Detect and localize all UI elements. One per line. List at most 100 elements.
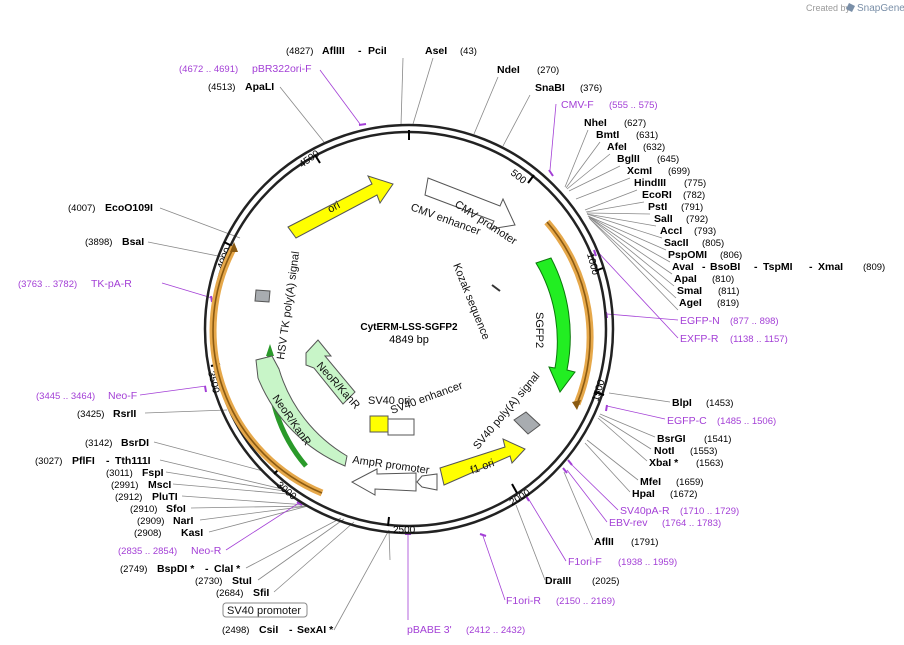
- site-afeI: AfeI: [607, 141, 627, 153]
- primer-cmv-f-pos: (555 .. 575): [609, 100, 658, 111]
- site-pstI: PstI: [648, 201, 667, 213]
- site-tth111I: Tth111I: [115, 455, 151, 467]
- ori-feature: [287, 175, 394, 239]
- svg-text:-: -: [358, 45, 362, 57]
- site-bmtI: BmtI: [596, 129, 619, 141]
- primer-f1ori-f: F1ori-F: [568, 556, 602, 568]
- neokan-outer-feature: [255, 355, 348, 467]
- site-notI: NotI: [654, 445, 674, 457]
- site-mfeI: MfeI: [640, 476, 661, 488]
- site-bglII: BglII: [617, 153, 640, 165]
- svg-text:(1453): (1453): [706, 398, 733, 409]
- svg-text:(2912): (2912): [115, 492, 142, 503]
- sv40-promoter-tag-label: SV40 promoter: [227, 605, 301, 617]
- primer-tk-pa-r: TK-pA-R: [91, 278, 132, 290]
- site-hpaI: HpaI: [632, 488, 655, 500]
- site-xmaI: XmaI: [818, 261, 843, 273]
- svg-text:(1541): (1541): [704, 434, 731, 445]
- svg-text:-: -: [205, 563, 209, 575]
- svg-text:(2730): (2730): [195, 576, 222, 587]
- sgfp2-label: SGFP2: [533, 312, 545, 348]
- site-aseI: AseI: [425, 45, 447, 57]
- svg-text:(632): (632): [643, 142, 665, 153]
- primer-f1ori-r: F1ori-R: [506, 595, 541, 607]
- ampr-promoter-feature: [350, 468, 417, 496]
- sv40-ori-box: [369, 415, 389, 433]
- backbone-outer: [203, 123, 615, 535]
- svg-text:(2909): (2909): [137, 516, 164, 527]
- site-sfiI: SfiI: [253, 587, 269, 599]
- site-pspOMI: PspOMI: [668, 249, 707, 261]
- svg-text:-: -: [106, 455, 110, 467]
- svg-text:(819): (819): [717, 298, 739, 309]
- svg-text:(3445 .. 3464): (3445 .. 3464): [36, 391, 95, 402]
- cmv-promoter-feature: [424, 177, 516, 230]
- svg-text:(3011): (3011): [106, 468, 133, 479]
- primer-marks: [204, 123, 608, 537]
- credit-brand: SnapGene: [857, 3, 904, 14]
- primer-egfp-c: EGFP-C: [667, 415, 707, 427]
- primer-ebv-rev: EBV-rev: [609, 517, 648, 529]
- sv40-polya-label: SV40 poly(A) signal: [471, 370, 542, 452]
- svg-text:(3898): (3898): [85, 237, 112, 248]
- svg-text:-: -: [809, 261, 813, 273]
- svg-text:(699): (699): [668, 166, 690, 177]
- svg-text:(2498): (2498): [222, 625, 249, 636]
- primer-exfp-r: EXFP-R: [680, 333, 719, 345]
- svg-text:(1672): (1672): [670, 489, 697, 500]
- site-aflII: AflII: [594, 536, 614, 548]
- site-apaLI: ApaLI: [245, 81, 274, 93]
- site-rsrII: RsrII: [113, 408, 136, 420]
- primer-egfp-n: EGFP-N: [680, 315, 720, 327]
- svg-text:-: -: [754, 261, 758, 273]
- site-apaI: ApaI: [674, 273, 697, 285]
- svg-text:(877 .. 898): (877 .. 898): [730, 316, 779, 327]
- svg-text:(4007): (4007): [68, 203, 95, 214]
- neokan-inner-label: NeoR/KanR: [314, 360, 362, 412]
- site-nheI: NheI: [584, 117, 607, 129]
- svg-text:(1938 .. 1959): (1938 .. 1959): [618, 557, 677, 568]
- svg-text:(1563): (1563): [696, 458, 723, 469]
- svg-text:(1138 .. 1157): (1138 .. 1157): [730, 334, 788, 345]
- site-smaI: SmaI: [677, 285, 702, 297]
- site-narI: NarI: [173, 515, 194, 527]
- primer-pbabe3: pBABE 3': [407, 624, 452, 636]
- site-pciI: PciI: [368, 45, 387, 57]
- site-aflIII: AflIII: [322, 45, 345, 57]
- svg-text:(2749): (2749): [120, 564, 147, 575]
- svg-text:-: -: [702, 261, 706, 273]
- svg-text:(1553): (1553): [690, 446, 717, 457]
- svg-text:(809): (809): [863, 262, 885, 273]
- primer-leaders: [139, 69, 679, 620]
- plasmid-length: 4849 bp: [389, 334, 429, 346]
- f1-ori-feature: [439, 438, 526, 486]
- svg-text:(4513): (4513): [208, 82, 235, 93]
- site-bsaI: BsaI: [122, 236, 144, 248]
- svg-text:(2991): (2991): [111, 480, 138, 491]
- site-draIII: DraIII: [545, 575, 571, 587]
- site-ndeI: NdeI: [497, 64, 520, 76]
- primer-neo-r: Neo-R: [191, 545, 222, 557]
- site-xbaI: XbaI *: [649, 457, 679, 469]
- svg-text:(1764 .. 1783): (1764 .. 1783): [662, 518, 721, 529]
- site-ecoRI: EcoRI: [642, 189, 672, 201]
- svg-text:(2910): (2910): [130, 504, 157, 515]
- tick-label-2500: 2500: [393, 525, 416, 536]
- kozak-mark: [491, 284, 501, 292]
- svg-text:(806): (806): [720, 250, 742, 261]
- site-bsrDI: BsrDI: [121, 437, 149, 449]
- site-sexAI: SexAI *: [297, 624, 334, 636]
- svg-text:(782): (782): [683, 190, 705, 201]
- svg-text:(2150 .. 2169): (2150 .. 2169): [556, 596, 615, 607]
- svg-text:(3142): (3142): [85, 438, 112, 449]
- svg-text:(1710 .. 1729): (1710 .. 1729): [680, 506, 739, 517]
- svg-text:(805): (805): [702, 238, 724, 249]
- site-tspMI: TspMI: [763, 261, 793, 273]
- sv40-ori-label: SV40 ori: [368, 395, 410, 407]
- svg-text:(1659): (1659): [676, 477, 703, 488]
- svg-text:(1791): (1791): [631, 537, 658, 548]
- svg-text:(1485 .. 1506): (1485 .. 1506): [717, 416, 776, 427]
- svg-text:(810): (810): [712, 274, 734, 285]
- svg-text:(645): (645): [657, 154, 679, 165]
